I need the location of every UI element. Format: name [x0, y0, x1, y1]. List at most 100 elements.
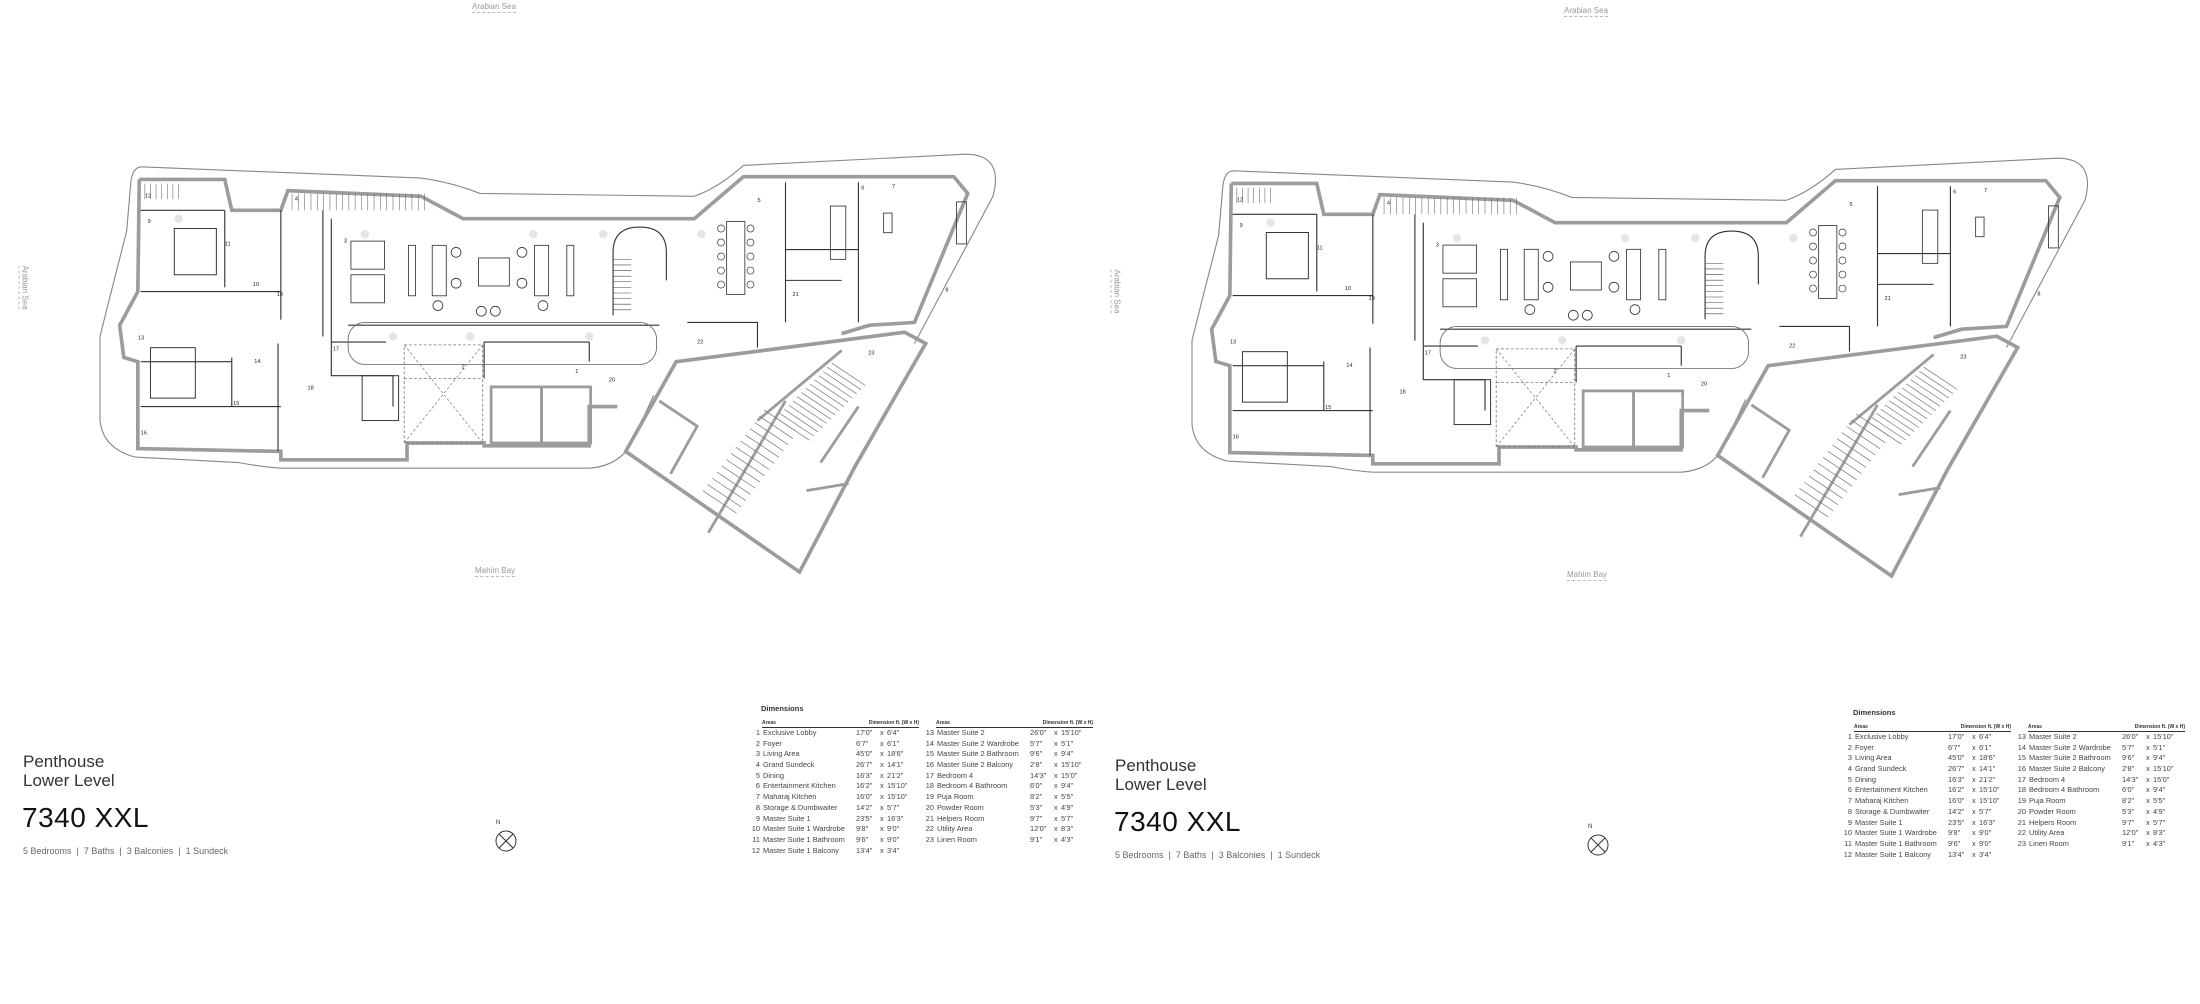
room-number-label: 23 — [1960, 355, 1966, 361]
room-number-label: 5 — [1849, 202, 1852, 208]
room-height: 9'4" — [1061, 749, 1074, 759]
room-number: 11 — [752, 834, 760, 844]
room-name: Bedroom 4 Bathroom — [937, 781, 1008, 791]
bed-bedroom-4 — [361, 375, 400, 422]
room-width: 45'0" — [1948, 753, 1965, 763]
dining-chair — [746, 252, 755, 261]
dimension-separator: x — [880, 845, 884, 855]
room-width: 6'7" — [856, 738, 869, 748]
lounge-chair — [432, 300, 444, 311]
dimension-separator: x — [2146, 785, 2150, 795]
room-width: 5'7" — [1030, 738, 1043, 748]
sectional-sofa — [1442, 244, 1477, 274]
room-width: 14'2" — [1948, 806, 1965, 816]
lounge-chair — [475, 305, 487, 317]
column — [1789, 233, 1798, 243]
coffee-table — [1570, 261, 1602, 291]
bed-master-2 — [149, 347, 196, 399]
dimension-separator: x — [880, 802, 884, 812]
room-number: 23 — [925, 834, 934, 844]
dimension-separator: x — [2146, 764, 2150, 774]
void-cross — [403, 344, 483, 444]
cooktop — [883, 212, 893, 234]
room-width: 26'0" — [2122, 732, 2139, 741]
room-width: 12'0" — [1030, 824, 1047, 834]
room-name: Master Suite 2 Wardrobe — [937, 738, 1019, 748]
room-width: 9'6" — [856, 834, 869, 844]
dimension-separator: x — [1972, 817, 1976, 827]
room-width: 13'4" — [1948, 849, 1965, 859]
wing-stair-tread — [1871, 417, 1906, 441]
room-width: 5'3" — [1030, 802, 1043, 812]
room-name: Living Area — [763, 749, 800, 759]
column — [1691, 233, 1700, 243]
unit-stats: 5 Bedrooms | 7 Baths | 3 Balconies | 1 S… — [23, 846, 229, 856]
room-name: Linen Room — [2029, 838, 2069, 848]
dimension-separator: x — [880, 760, 884, 770]
room-width: 9'6" — [2122, 753, 2135, 763]
balcony-outline — [99, 153, 997, 469]
room-height: 9'0" — [887, 824, 900, 834]
room-number-label: 6 — [1953, 189, 1956, 195]
lounge-chair — [450, 277, 462, 289]
compass-icon — [1587, 834, 1609, 856]
room-name: Master Suite 1 — [763, 813, 811, 823]
dimension-separator: x — [1972, 849, 1976, 859]
room-height: 5'5" — [1061, 792, 1074, 802]
room-number-label: 8 — [2037, 292, 2040, 298]
dining-chair — [1809, 270, 1817, 279]
room-name: Master Suite 1 Wardrobe — [763, 824, 845, 834]
header-areas: Areas — [762, 720, 776, 726]
room-number-label: 2 — [462, 365, 465, 371]
wing-stair-tread — [1919, 370, 1954, 395]
wing-stair-tread — [831, 362, 866, 386]
wing-stair-tread — [712, 477, 747, 501]
room-name: Storage & Dumbwaiter — [1855, 806, 1930, 816]
room-name: Foyer — [763, 738, 782, 748]
room-number: 15 — [2017, 753, 2026, 763]
header-areas: Areas — [2028, 724, 2042, 730]
wing-stair-tread — [1876, 413, 1911, 437]
room-height: 8'3" — [1061, 824, 1074, 834]
wing-stair-tread — [1901, 387, 1936, 411]
room-number: 14 — [925, 738, 934, 748]
dimension-separator: x — [1054, 738, 1058, 748]
double-height-void — [403, 344, 484, 444]
room-width: 9'6" — [1030, 749, 1043, 759]
room-height: 6'1" — [1979, 742, 1992, 752]
room-number: 13 — [925, 728, 934, 737]
room-name: Master Suite 2 — [2029, 732, 2077, 741]
room-number-label: 7 — [892, 184, 895, 190]
room-width: 17'0" — [856, 728, 873, 737]
room-number-label: 18 — [307, 386, 313, 392]
room-name: Grand Sundeck — [763, 760, 815, 770]
room-height: 4'3" — [1061, 834, 1074, 844]
room-name: Dining — [1855, 774, 1876, 784]
column — [360, 229, 370, 239]
room-number: 2 — [755, 738, 760, 748]
wing-stair-tread — [801, 392, 836, 416]
room-number: 6 — [1847, 785, 1852, 795]
header-areas: Areas — [1854, 724, 1868, 730]
lounge-chair — [1542, 251, 1554, 262]
corridor — [1439, 326, 1749, 369]
dimension-separator: x — [2146, 828, 2150, 838]
wing-stair-tread — [805, 388, 840, 412]
header-areas: Areas — [936, 720, 950, 726]
room-height: 6'4" — [887, 728, 900, 737]
room-width: 9'8" — [1948, 828, 1961, 838]
room-width: 2'8" — [1030, 760, 1043, 770]
wing-stair-tread — [797, 396, 832, 420]
room-width: 9'7" — [1030, 813, 1043, 823]
wing-stair-tread — [818, 375, 853, 399]
